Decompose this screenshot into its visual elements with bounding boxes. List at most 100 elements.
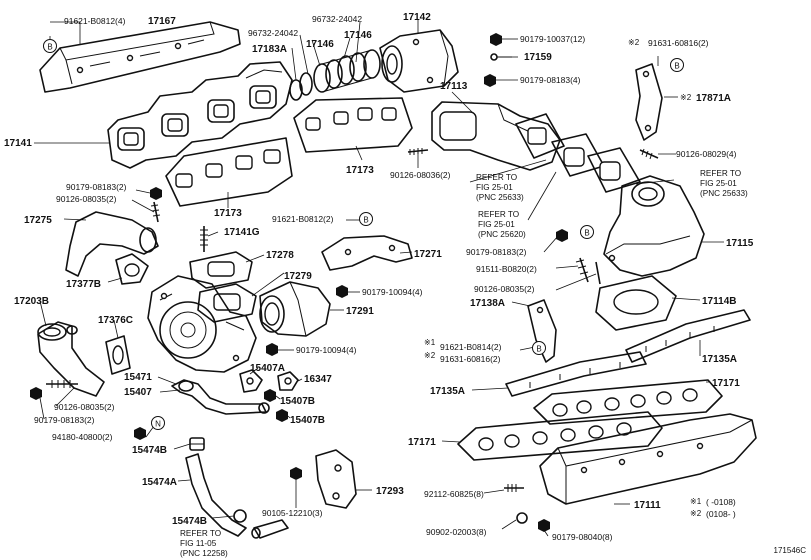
reference-note-25633-a[interactable]: REFER TO FIG 25-01 (PNC 25633) [476,173,524,202]
bolt-91511-b0820[interactable] [575,257,589,283]
gasket-15407a[interactable] [239,369,263,393]
reference-note-25633-b[interactable]: REFER TO FIG 25-01 (PNC 25633) [700,169,748,198]
stud-90126-08035-left[interactable] [150,201,161,223]
callout-mark1-91621-b0814: ※1 [424,338,436,347]
svg-text:(PNC 25620): (PNC 25620) [478,230,526,239]
callout-17203b: 17203B [14,296,49,307]
bolt-15407b-a[interactable] [264,389,276,402]
callout-15474b: 15474B [132,445,167,456]
stud-17159[interactable] [490,53,512,61]
bracket-17871a[interactable] [635,63,663,141]
callout-17159: 17159 [524,52,552,63]
exhaust-pipe-17142[interactable] [379,29,459,93]
callout-17173-a: 17173 [214,208,242,219]
bolt-90105-12210[interactable] [290,467,302,480]
ref-bubble-b-4[interactable]: B [580,225,594,239]
callout-91621-b0812-4: 91621-B0812(4) [64,16,126,26]
callout-17171-b: 17171 [408,437,436,448]
svg-text:N: N [155,420,161,429]
callout-17141g: 17141G [224,227,260,238]
stud-92112-60825[interactable] [504,484,524,492]
gasket-17377b[interactable] [115,253,149,285]
stud-90126-08036[interactable] [407,148,429,155]
pipe-12258[interactable] [251,519,289,539]
gasket-16347[interactable] [277,371,299,391]
manifold-gasket-17171-lower[interactable] [457,411,663,461]
flange-gasket-25633-a[interactable] [515,113,565,159]
heat-insulator-17135a-upper[interactable] [625,309,751,363]
turbo-elbow-17291[interactable] [259,281,331,337]
ref-bubble-b-2[interactable]: B [670,58,684,72]
callout-17146-a: 17146 [306,39,334,50]
gasket-17114b[interactable] [595,275,677,331]
flexible-bellows-17146[interactable] [313,49,381,93]
hose-clamp-15474b-lower[interactable] [233,509,247,523]
bracket-17293[interactable] [315,449,357,509]
svg-text:B: B [363,216,368,225]
stud-90126-08035-right[interactable] [595,261,601,285]
nut-94180-40800[interactable] [134,427,146,440]
heat-insulator-17135a-lower[interactable] [505,351,647,397]
exhaust-pipe-17113[interactable] [431,101,561,171]
leader-lines [34,20,724,537]
nut-90179-08040[interactable] [538,519,550,532]
bracket-17138a[interactable] [527,299,557,363]
seal-rings-17183a[interactable] [289,72,313,101]
callout-96732-b: 96732-24042 [312,14,362,24]
ref-bubble-b-3[interactable]: B [359,212,373,226]
exhaust-pipe-17115[interactable] [603,175,705,277]
callout-91631-60816-2: 91631-60816(2) [440,354,501,364]
exhaust-manifold-17141[interactable] [107,61,293,169]
elbow-pipe-17203b[interactable] [37,321,105,397]
reference-note-25620[interactable]: REFER TO FIG 25-01 (PNC 25620) [478,210,526,239]
callout-17113: 17113 [440,81,468,92]
reference-note-12258[interactable]: REFER TO FIG 11-05 (PNC 12258) [180,529,228,558]
nut-90179-08183-lower-left[interactable] [30,387,42,400]
callout-17138a: 17138A [470,298,505,309]
callout-90105-12210: 90105-12210(3) [262,508,323,518]
svg-text:REFER TO: REFER TO [476,173,517,182]
hose-clamp-15474b[interactable] [189,437,205,451]
stud-90126-08035-lower-left[interactable] [46,380,78,388]
callout-90179-08183-2-c: 90179-08183(2) [34,415,95,425]
exhaust-manifold-17111[interactable] [539,413,757,505]
gasket-17376c[interactable] [105,335,131,375]
callout-17293: 17293 [376,486,404,497]
manifold-gasket-17173-left[interactable] [165,137,293,207]
gasket-17278[interactable] [189,251,253,289]
oil-hose-15474a[interactable] [185,453,247,537]
callout-17115: 17115 [726,238,754,249]
nut-90179-10094-b[interactable] [266,343,278,356]
callout-17376c: 17376C [98,315,133,326]
nut-90179-08183-left[interactable] [150,187,162,200]
flange-gasket-25633-b[interactable] [587,147,641,193]
nut-90179-10037[interactable] [490,33,502,46]
washer-90902-02003[interactable] [516,512,528,524]
ref-bubble-n[interactable]: N [151,416,165,430]
bolt-15407b-b[interactable] [276,409,288,422]
callout-17279: 17279 [284,271,312,282]
callout-17167: 17167 [148,16,176,27]
svg-text:FIG 25-01: FIG 25-01 [478,220,515,229]
nut-90179-08183-top[interactable] [484,74,496,87]
callout-90126-08035-2-a: 90126-08035(2) [56,194,117,204]
ref-bubble-b-1[interactable]: B [43,39,57,53]
heat-insulator-17167[interactable] [39,21,241,93]
flange-gasket-25620[interactable] [551,133,605,177]
manifold-gasket-17171-upper[interactable] [533,379,723,425]
oil-pipe-15407[interactable] [171,379,270,415]
callout-90179-08183-4: 90179-08183(4) [520,75,581,85]
nut-90179-08183-right[interactable] [556,229,568,242]
ref-bubble-b-5[interactable]: B [532,341,546,355]
stud-17141g[interactable] [200,226,208,252]
nut-90179-10094-a[interactable] [336,285,348,298]
callout-17171-a: 17171 [712,378,740,389]
stud-90126-08029[interactable] [639,148,659,160]
gasket-17279[interactable] [197,283,257,323]
turbocharger-assembly[interactable] [147,275,257,373]
callout-15407b-a: 15407B [280,396,315,407]
pipe-17275[interactable] [65,211,159,277]
heat-insulator-17271[interactable] [321,235,413,271]
callout-17135a-b: 17135A [430,386,465,397]
manifold-gasket-17173-right[interactable] [293,97,413,153]
